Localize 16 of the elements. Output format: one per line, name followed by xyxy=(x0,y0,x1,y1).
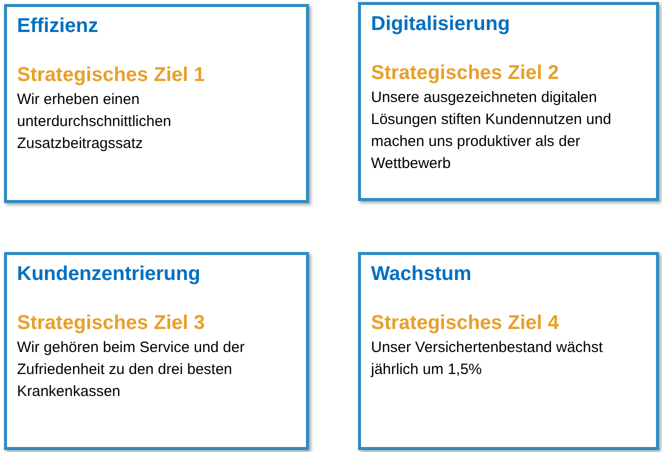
goal-category: Digitalisierung xyxy=(371,13,510,36)
goal-card xyxy=(4,252,309,450)
goal-description: Unser Versichertenbestand wächst jährlich um 1,5% xyxy=(371,338,604,380)
goal-card xyxy=(358,2,659,201)
goal-category: Wachstum xyxy=(371,263,472,286)
goal-category: Effizienz xyxy=(17,15,98,38)
goal-card xyxy=(4,4,309,203)
goal-heading: Strategisches Ziel 3 xyxy=(17,312,205,335)
goal-description: Wir erheben einen unterdurchschnittlichen Zusatzbeitragssatz xyxy=(17,90,172,154)
goal-description: Unsere ausgezeichneten digitalen Lösungen stiften Kundennutzen und machen uns produktiver als der Wettbewerb xyxy=(371,88,612,174)
goal-heading: Strategisches Ziel 2 xyxy=(371,62,559,85)
goal-category: Kundenzentrierung xyxy=(17,263,200,286)
goal-card xyxy=(358,252,659,450)
goal-description: Wir gehören beim Service und der Zufriedenheit zu den drei besten Krankenkassen xyxy=(17,338,246,402)
goal-heading: Strategisches Ziel 1 xyxy=(17,64,205,87)
goal-heading: Strategisches Ziel 4 xyxy=(371,312,559,335)
